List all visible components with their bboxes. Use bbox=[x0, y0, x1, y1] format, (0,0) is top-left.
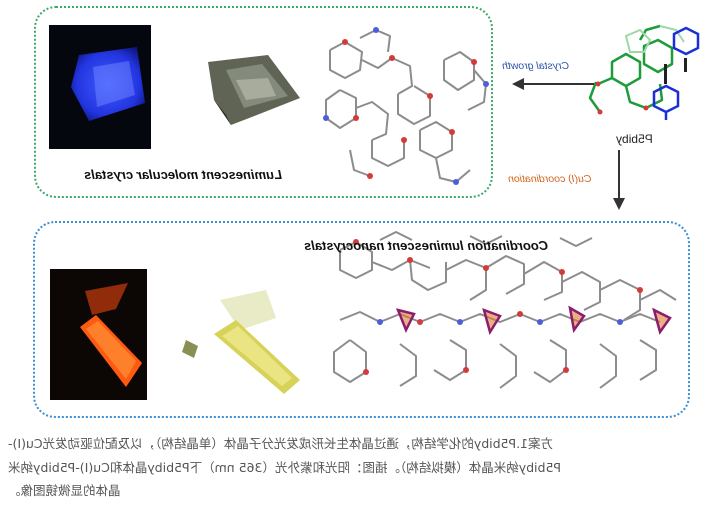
figure-caption: 方案1.P5biby的化学结构，通过晶体生长形成发光分子晶体（单晶结构），以及配… bbox=[8, 432, 704, 503]
cu-coordination-label: Cu(I) coordination bbox=[508, 173, 592, 185]
caption-line-2: P5biby纳米晶体（模拟结构）。插图：阳光和紫外光（365 nm）下P5bib… bbox=[8, 459, 561, 475]
uv-nanocrystal-photo bbox=[50, 269, 147, 400]
caption-line-3: 晶体的显微镜图像。 bbox=[8, 483, 121, 498]
luminescent-molecular-crystals-label: Luminescent molecular crystals bbox=[84, 167, 282, 182]
crystal-growth-label: Crystal growth bbox=[502, 60, 570, 72]
crystal-growth-arrow bbox=[512, 78, 594, 90]
sunlight-nanocrystal-photo bbox=[182, 290, 300, 394]
sunlight-crystal-photo bbox=[208, 55, 300, 125]
cu-coordination-arrow bbox=[613, 150, 625, 210]
crystal-packing-structure bbox=[323, 27, 489, 185]
p5biby-molecule-structure bbox=[588, 24, 700, 120]
p5biby-label: P5biby bbox=[616, 132, 653, 146]
top-panel-molecular-crystals bbox=[34, 6, 493, 198]
uv-crystal-photo bbox=[49, 25, 151, 149]
bottom-panel-nanocrystals bbox=[33, 221, 690, 418]
coordination-luminescent-nanocrystals-label: Coordination luminescent nanocrystals bbox=[304, 238, 549, 253]
caption-line-1: 方案1.P5biby的化学结构，通过晶体生长形成发光分子晶体（单晶结构），以及配… bbox=[8, 436, 554, 451]
nanocrystal-packing-structure bbox=[333, 231, 677, 389]
